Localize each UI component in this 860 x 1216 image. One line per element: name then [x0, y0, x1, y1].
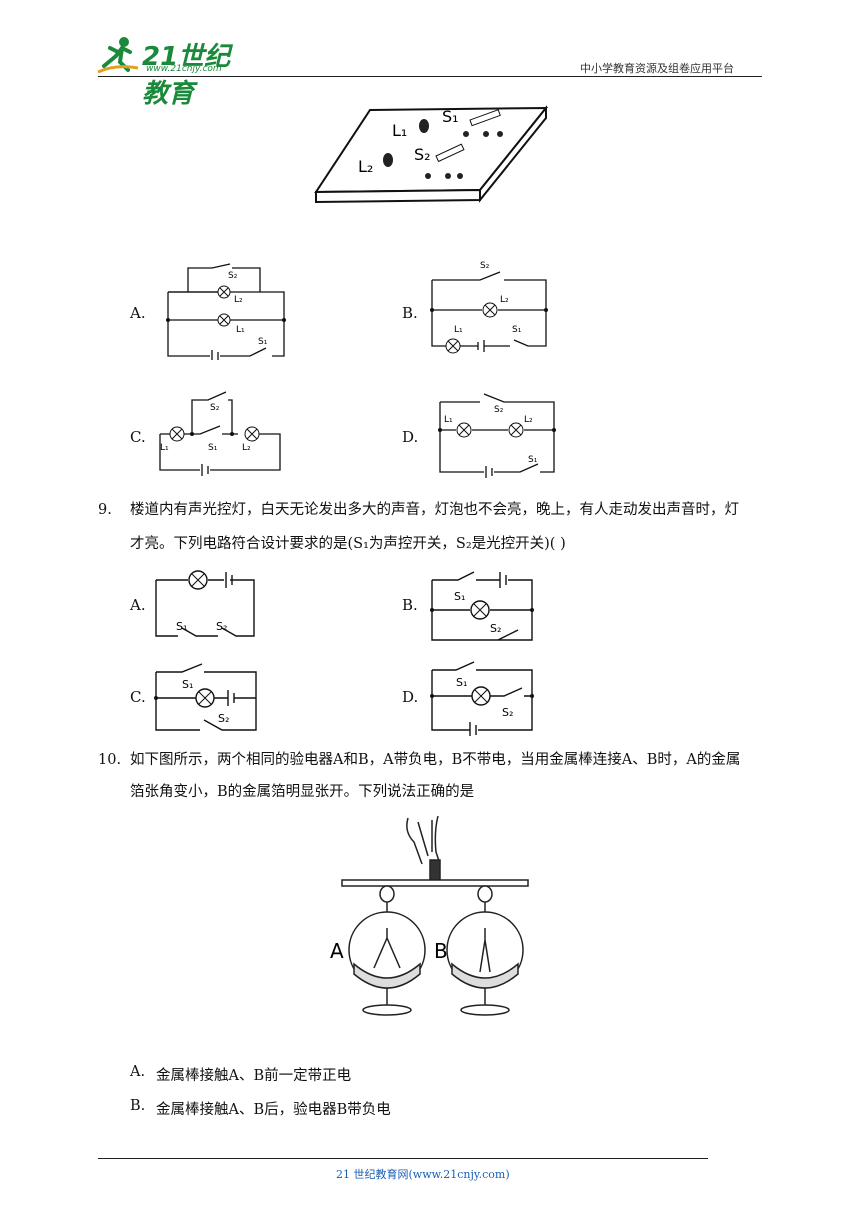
- q9-circuit-c: S₁ S₂: [154, 663, 257, 731]
- logo: 21世纪教育 www.21cnjy.com: [96, 34, 256, 109]
- q9-text-line1: 楼道内有声光控灯，白天无论发出多大的声音，灯泡也不会亮，晚上，有人走动发出声音时…: [130, 502, 739, 518]
- q10-choice-b-text[interactable]: 金属棒接触A、B后，验电器B带负电: [156, 1102, 391, 1118]
- q9-option-b-label[interactable]: B.: [402, 596, 418, 614]
- header-divider: [98, 76, 762, 77]
- label-S2-top: S₂: [414, 145, 431, 164]
- q9-circuit-a: S₁ S₂: [155, 570, 255, 637]
- q8-option-b-label[interactable]: B.: [402, 304, 418, 322]
- q8-circuit-b: S₂ L₂ L₁ S₁: [430, 261, 548, 354]
- q9-text-line2: 才亮。下列电路符合设计要求的是(S₁为声控开关，S₂是光控开关)( ): [130, 536, 566, 552]
- electroscope-figure: A B: [330, 815, 529, 1016]
- label-L1: L₁: [392, 121, 407, 140]
- svg-text:L₂: L₂: [242, 443, 251, 453]
- platform-name: 中小学教育资源及组卷应用平台: [580, 62, 734, 75]
- svg-text:S₁: S₁: [182, 678, 193, 691]
- svg-text:S₂: S₂: [480, 261, 490, 271]
- svg-text:S₁: S₁: [454, 590, 465, 603]
- q8-circuit-d: L₁ S₂ L₂ S₁: [438, 393, 556, 478]
- logo-title: 21世纪教育: [142, 42, 231, 109]
- label-L2: L₂: [358, 157, 373, 176]
- footer-link[interactable]: 21 世纪教育网(www.21cnjy.com): [336, 1168, 510, 1181]
- q8-option-d-label[interactable]: D.: [402, 428, 419, 446]
- svg-text:S₂: S₂: [218, 712, 229, 725]
- q10-text-line2: 箔张角变小，B的金属箔明显张开。下列说法正确的是: [130, 784, 475, 800]
- circuit-board-figure: L₁ S₁ L₂ S₂: [314, 105, 549, 204]
- q10-number: 10.: [98, 752, 122, 768]
- q9-number: 9.: [98, 502, 112, 518]
- q10-choice-a-label[interactable]: A.: [130, 1064, 146, 1080]
- q9-circuit-d: S₁ S₂: [430, 661, 534, 736]
- q8-circuit-c: S₂ L₁ S₁ L₂: [159, 391, 281, 476]
- q8-option-a-label[interactable]: A.: [130, 304, 146, 322]
- svg-text:S₁: S₁: [208, 443, 218, 453]
- svg-text:L₁: L₁: [454, 325, 463, 335]
- svg-text:S₂: S₂: [502, 706, 513, 719]
- q10-choice-a-text[interactable]: 金属棒接触A、B前一定带正电: [156, 1068, 352, 1084]
- svg-text:S₂: S₂: [210, 403, 220, 413]
- svg-text:S₂: S₂: [494, 405, 504, 415]
- logo-url: www.21cnjy.com: [146, 64, 222, 74]
- svg-text:L₁: L₁: [444, 415, 453, 425]
- runner-logo-icon: [97, 37, 139, 74]
- svg-text:S₂: S₂: [228, 271, 238, 281]
- svg-text:S₁: S₁: [528, 455, 538, 465]
- q9-circuit-b: S₁ S₂: [430, 571, 534, 641]
- label-A: A: [330, 939, 344, 963]
- svg-text:S₂: S₂: [216, 620, 227, 633]
- q9-option-c-label[interactable]: C.: [130, 688, 146, 706]
- svg-text:L₁: L₁: [236, 325, 245, 335]
- svg-text:L₂: L₂: [524, 415, 533, 425]
- svg-text:S₁: S₁: [258, 337, 268, 347]
- q9-option-d-label[interactable]: D.: [402, 688, 419, 706]
- svg-text:L₂: L₂: [234, 295, 243, 305]
- q9-option-a-label[interactable]: A.: [130, 596, 146, 614]
- svg-text:S₁: S₁: [456, 676, 467, 689]
- label-S1-top: S₁: [442, 107, 459, 126]
- svg-text:S₁: S₁: [176, 620, 187, 633]
- q8-option-c-label[interactable]: C.: [130, 428, 146, 446]
- svg-text:S₁: S₁: [512, 325, 522, 335]
- svg-text:L₂: L₂: [500, 295, 509, 305]
- q10-choice-b-label[interactable]: B.: [130, 1098, 146, 1114]
- label-B: B: [434, 939, 448, 963]
- q10-text-line1: 如下图所示，两个相同的验电器A和B，A带负电，B不带电，当用金属棒连接A、B时，…: [130, 752, 741, 768]
- footer-divider: [98, 1158, 708, 1159]
- q8-circuit-a: S₂ L₂ L₁ S₁: [166, 263, 286, 360]
- svg-text:L₁: L₁: [160, 443, 169, 453]
- svg-text:S₂: S₂: [490, 622, 501, 635]
